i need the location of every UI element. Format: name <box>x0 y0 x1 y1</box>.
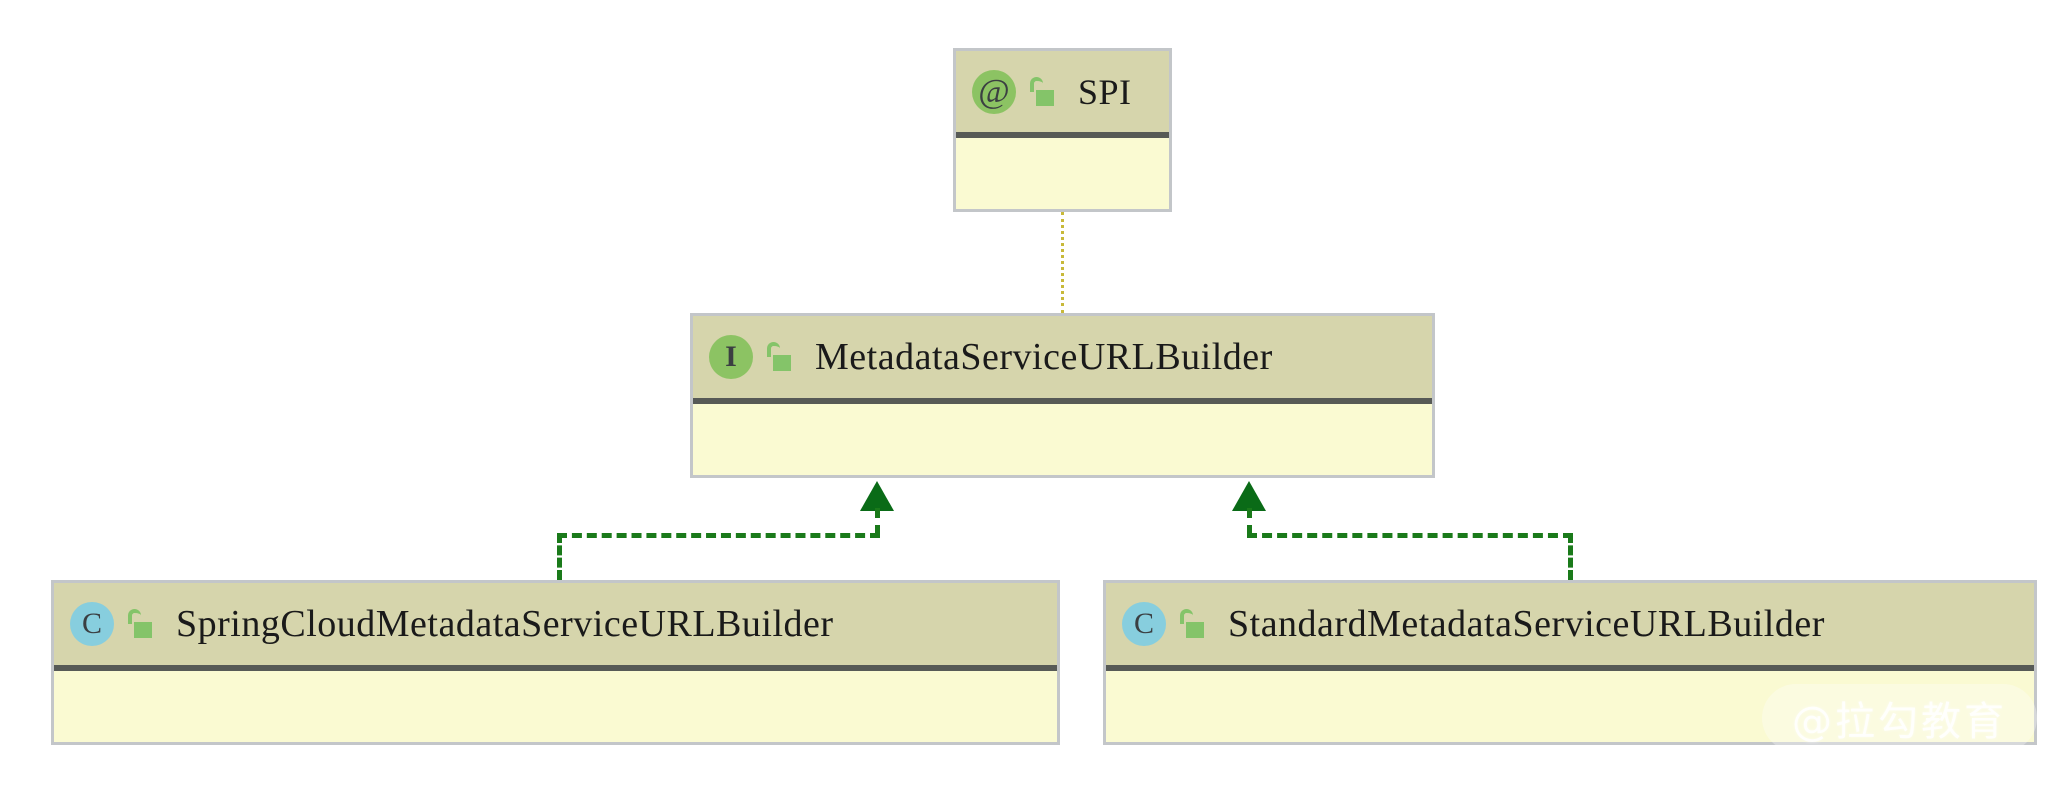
class-icon: C <box>1122 602 1166 646</box>
realization-arrowhead-right <box>1232 481 1266 511</box>
unlocked-padlock-icon <box>1028 76 1054 107</box>
edge-standard-vertical-upper <box>1247 508 1252 535</box>
uml-node-header: @ SPI <box>956 51 1169 138</box>
uml-node-title: StandardMetadataServiceURLBuilder <box>1228 603 1825 645</box>
uml-node-spring-cloud-metadata-service-url-builder[interactable]: C SpringCloudMetadataServiceURLBuilder <box>51 580 1060 745</box>
unlocked-padlock-icon <box>1178 609 1204 639</box>
unlocked-padlock-icon <box>126 609 152 639</box>
uml-node-title: SpringCloudMetadataServiceURLBuilder <box>176 603 834 645</box>
edge-spring-cloud-horizontal <box>557 533 880 538</box>
edge-standard-horizontal <box>1247 533 1573 538</box>
class-icon: C <box>70 602 114 646</box>
uml-node-members <box>54 671 1057 742</box>
uml-node-header: I MetadataServiceURLBuilder <box>693 316 1432 404</box>
uml-node-title: MetadataServiceURLBuilder <box>815 336 1273 378</box>
interface-icon: I <box>709 335 753 379</box>
uml-node-header: C StandardMetadataServiceURLBuilder <box>1106 583 2034 671</box>
uml-node-metadata-service-url-builder[interactable]: I MetadataServiceURLBuilder <box>690 313 1435 478</box>
unlocked-padlock-icon <box>765 342 791 372</box>
uml-node-members <box>1106 671 2034 742</box>
edge-spi-annotates-interface <box>1061 212 1064 313</box>
uml-node-title: SPI <box>1078 71 1132 112</box>
annotation-at-icon: @ <box>972 69 1016 114</box>
realization-arrowhead-left <box>860 481 894 511</box>
uml-node-members <box>693 404 1432 475</box>
uml-node-spi[interactable]: @ SPI <box>953 48 1172 212</box>
uml-node-header: C SpringCloudMetadataServiceURLBuilder <box>54 583 1057 671</box>
uml-node-standard-metadata-service-url-builder[interactable]: C StandardMetadataServiceURLBuilder <box>1103 580 2037 745</box>
uml-node-members <box>956 138 1169 209</box>
edge-standard-vertical-lower <box>1568 533 1573 580</box>
edge-spring-cloud-vertical-lower <box>557 533 562 580</box>
edge-spring-cloud-vertical-upper <box>875 508 880 535</box>
